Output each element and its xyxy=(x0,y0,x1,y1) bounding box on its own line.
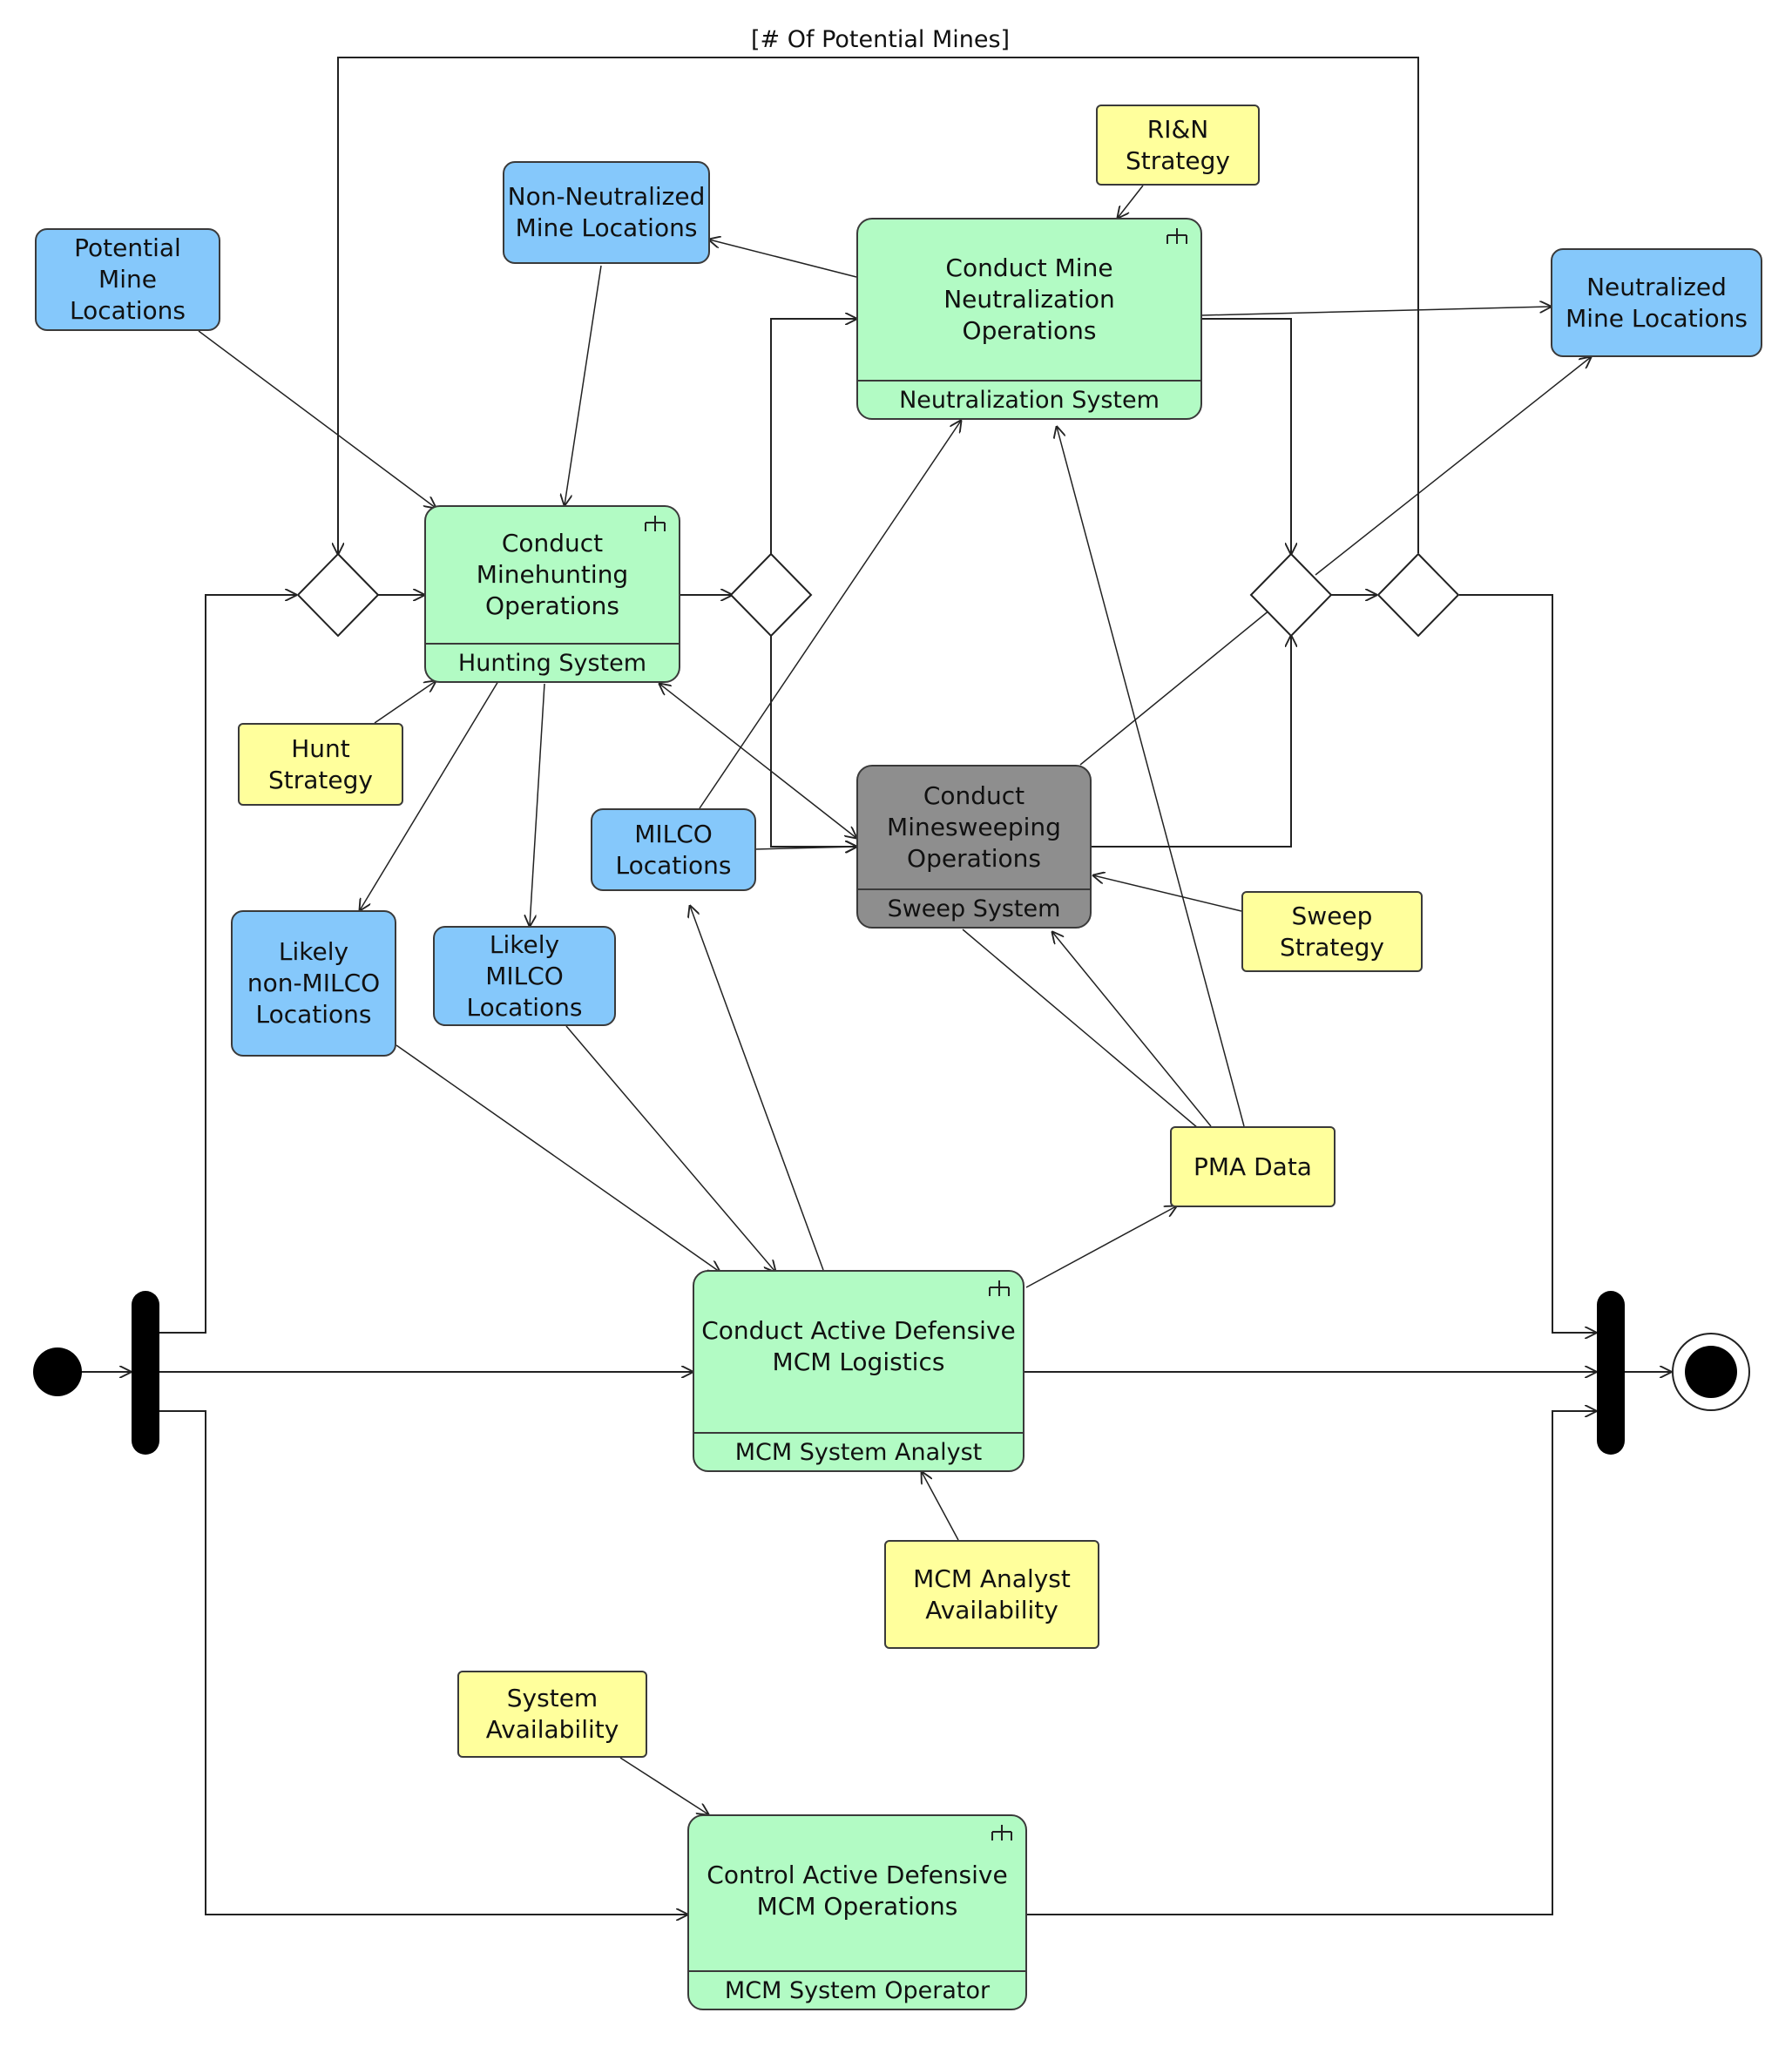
mcm-analyst-availability[interactable]: MCM Analyst Availability xyxy=(884,1540,1099,1649)
flow-milco-to-sweeping xyxy=(754,847,856,849)
merge-node xyxy=(296,552,380,638)
non-neutralized-mine-locations-label: Non-Neutralized Mine Locations xyxy=(507,182,706,242)
action-control-active-defensive[interactable]: Control Active Defensive MCM Operations … xyxy=(687,1814,1027,2010)
action-mine-neutralization[interactable]: Conduct Mine Neutralization Operations N… xyxy=(856,218,1202,420)
decision-node xyxy=(729,552,813,638)
loop-guard-label: [# Of Potential Mines] xyxy=(751,26,1011,53)
flow-sweeping-to-merge xyxy=(1092,636,1291,848)
flow-sysavail-to-control xyxy=(619,1757,708,1814)
action-active-defensive-logistics[interactable]: Conduct Active Defensive MCM Logistics M… xyxy=(693,1270,1024,1472)
flow-fork-to-control xyxy=(159,1410,687,1915)
flow-hunt-strategy-to-hunting xyxy=(374,681,436,724)
flow-pma-to-sweeping xyxy=(1052,932,1212,1127)
rake-icon xyxy=(991,1825,1012,1840)
flow-merge-to-neutralized xyxy=(1315,357,1591,576)
rin-strategy-label: RI&N Strategy xyxy=(1126,114,1230,175)
action-minehunting[interactable]: Conduct Minehunting Operations Hunting S… xyxy=(424,505,680,683)
flow-hunting-to-likely-milco xyxy=(530,683,545,926)
flow-decision-to-sweeping xyxy=(770,636,856,847)
pma-data[interactable]: PMA Data xyxy=(1170,1126,1336,1207)
likely-non-milco-locations[interactable]: Likely non-MILCO Locations xyxy=(231,910,396,1057)
rin-strategy[interactable]: RI&N Strategy xyxy=(1096,105,1260,186)
merge-node-2 xyxy=(1249,552,1333,638)
system-availability[interactable]: System Availability xyxy=(457,1671,647,1758)
system-availability-label: System Availability xyxy=(485,1684,619,1744)
hunt-strategy[interactable]: Hunt Strategy xyxy=(238,723,403,806)
neutralized-mine-locations-label: Neutralized Mine Locations xyxy=(1565,272,1748,333)
action-control-active-defensive-partition: MCM System Operator xyxy=(689,1970,1025,2009)
sweep-strategy[interactable]: Sweep Strategy xyxy=(1241,891,1423,972)
potential-mine-locations[interactable]: Potential Mine Locations xyxy=(35,228,220,331)
rake-icon xyxy=(645,516,666,531)
flow-decision-to-join xyxy=(1459,594,1596,1333)
flow-likely-milco-to-logistics xyxy=(565,1025,775,1272)
potential-mine-locations-label: Potential Mine Locations xyxy=(69,233,186,325)
flow-nonneutralized-to-hunting xyxy=(565,265,602,505)
milco-locations-label: MILCO Locations xyxy=(615,819,732,880)
flow-sweep-strategy-to-sweeping xyxy=(1093,875,1242,912)
action-minehunting-name: Conduct Minehunting Operations xyxy=(476,529,629,620)
action-mine-neutralization-partition: Neutralization System xyxy=(858,380,1200,418)
flow-sweeping-to-pma xyxy=(962,929,1199,1129)
flow-control-to-join xyxy=(1027,1411,1596,1915)
final-node-inner xyxy=(1685,1346,1737,1398)
flow-loop-back xyxy=(338,57,1419,554)
flow-likely-nonmilco-to-logistics xyxy=(396,1044,720,1272)
likely-milco-locations-label: Likely MILCO Locations xyxy=(466,929,583,1022)
likely-milco-locations[interactable]: Likely MILCO Locations xyxy=(433,926,616,1026)
fork-bar xyxy=(132,1291,159,1455)
flow-pma-to-neutralization xyxy=(1057,427,1245,1127)
mcm-analyst-availability-label: MCM Analyst Availability xyxy=(913,1564,1071,1624)
flow-sweeping-to-merge-diag xyxy=(1079,609,1271,766)
non-neutralized-mine-locations[interactable]: Non-Neutralized Mine Locations xyxy=(503,161,710,264)
sweep-strategy-label: Sweep Strategy xyxy=(1280,901,1384,962)
flow-potential-to-hunting xyxy=(198,330,436,508)
flow-rin-to-neutralization xyxy=(1118,185,1144,218)
decision-node-2 xyxy=(1376,552,1460,638)
action-active-defensive-logistics-name: Conduct Active Defensive MCM Logistics xyxy=(701,1316,1016,1376)
flow-neutralization-to-neutralized xyxy=(1201,307,1551,316)
milco-locations[interactable]: MILCO Locations xyxy=(591,808,756,891)
flow-logistics-to-pma xyxy=(1025,1206,1176,1288)
flow-decision-to-neutralization xyxy=(770,319,856,554)
flow-analyst-to-logistics xyxy=(922,1472,959,1541)
rake-icon xyxy=(989,1280,1010,1296)
initial-node xyxy=(33,1347,82,1396)
flow-fork-to-merge xyxy=(159,595,296,1334)
rake-icon xyxy=(1166,228,1187,244)
action-minesweeping[interactable]: Conduct Minesweeping Operations Sweep Sy… xyxy=(856,765,1092,929)
flow-logistics-to-milco xyxy=(690,906,824,1271)
action-active-defensive-logistics-partition: MCM System Analyst xyxy=(694,1432,1023,1470)
flow-milco-to-neutralization xyxy=(699,421,961,809)
action-minesweeping-name: Conduct Minesweeping Operations xyxy=(887,781,1061,873)
likely-non-milco-locations-label: Likely non-MILCO Locations xyxy=(247,937,381,1029)
neutralized-mine-locations[interactable]: Neutralized Mine Locations xyxy=(1551,248,1762,357)
flow-sweeping-hunting xyxy=(659,684,856,838)
hunt-strategy-label: Hunt Strategy xyxy=(268,733,373,794)
action-minehunting-partition: Hunting System xyxy=(426,643,679,681)
flow-neutralization-to-merge xyxy=(1202,318,1291,554)
flow-neutralization-to-nonneutralized xyxy=(709,240,857,278)
flow-hunting-to-likely-nonmilco xyxy=(360,680,499,910)
action-mine-neutralization-name: Conduct Mine Neutralization Operations xyxy=(943,253,1115,345)
join-bar xyxy=(1597,1291,1625,1455)
pma-data-label: PMA Data xyxy=(1194,1152,1312,1181)
action-control-active-defensive-name: Control Active Defensive MCM Operations xyxy=(707,1860,1008,1921)
action-minesweeping-partition: Sweep System xyxy=(858,888,1090,927)
